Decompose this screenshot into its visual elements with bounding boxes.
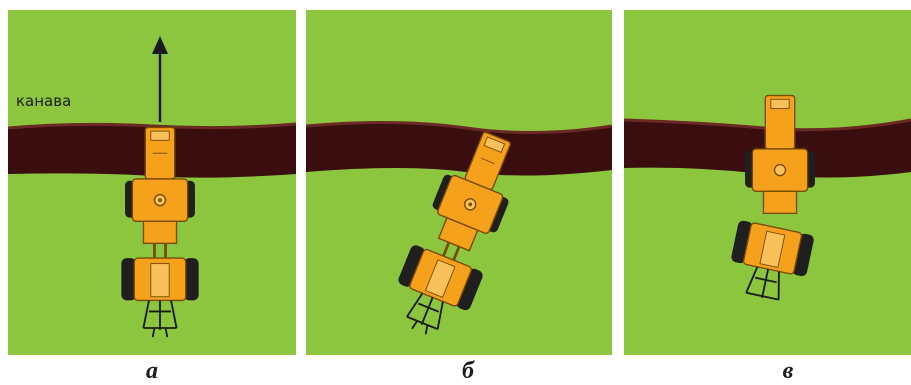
caption-a: а — [132, 358, 172, 385]
panel-a — [8, 10, 296, 355]
panel-b — [306, 10, 612, 355]
ditch-label: канава — [16, 92, 71, 110]
caption-c: в — [768, 358, 808, 385]
panel-c-illustration — [624, 10, 911, 355]
caption-b: б — [448, 358, 488, 385]
panel-a-illustration — [8, 10, 296, 355]
panel-c — [624, 10, 911, 355]
panel-b-illustration — [306, 10, 612, 355]
